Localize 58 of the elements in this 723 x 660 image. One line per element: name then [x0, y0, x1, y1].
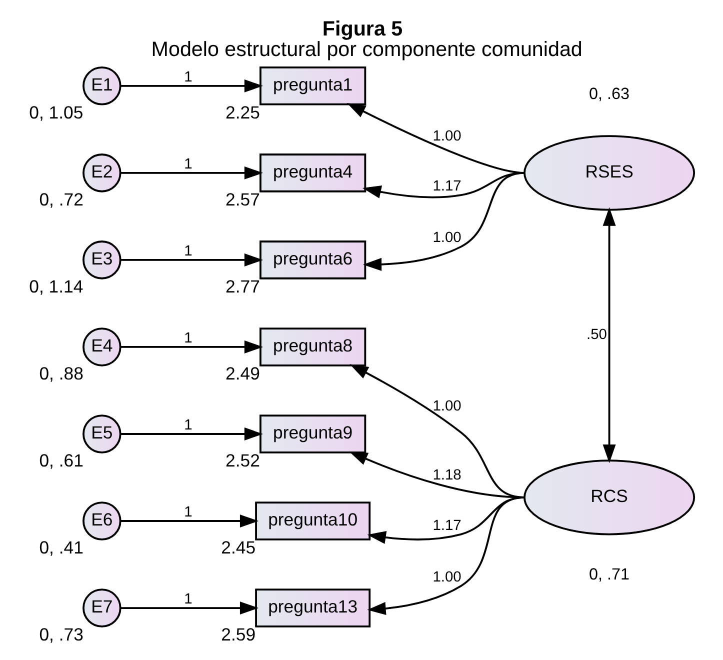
- node-label: 0, 1.05: [29, 102, 84, 122]
- edge-label: 1: [184, 156, 192, 172]
- node-label: 0, .41: [39, 538, 84, 558]
- node-label: 0, .61: [39, 450, 84, 471]
- edge-label: 1.00: [432, 569, 462, 586]
- diagram-title: Figura 5: [322, 17, 403, 40]
- node-label: 0, .63: [588, 84, 630, 103]
- edge-label: 1: [184, 330, 192, 347]
- node-label: 2.45: [221, 538, 256, 558]
- node-circle: E5: [82, 414, 122, 454]
- node-box: pregunta6: [260, 240, 366, 280]
- node-ellipse: RSES: [524, 135, 696, 211]
- node-box: pregunta8: [260, 328, 366, 366]
- arrow: [120, 340, 264, 354]
- edge-label: .50: [586, 326, 607, 343]
- node-label: 0, .72: [39, 190, 84, 210]
- node-box: pregunta1: [260, 66, 366, 106]
- node-label: 2.57: [226, 190, 260, 210]
- arrow: [120, 514, 259, 528]
- edge-label: 1.18: [432, 468, 462, 484]
- arrow: [602, 207, 616, 464]
- edge-label: 1.17: [432, 518, 462, 534]
- node-ellipse: RCS: [524, 460, 696, 536]
- node-circle: E7: [82, 588, 122, 628]
- node-label: 2.59: [221, 624, 256, 645]
- node-box: pregunta9: [260, 414, 366, 454]
- node-label: 0, .71: [588, 566, 630, 584]
- edge-label: 1: [184, 504, 192, 521]
- edge-label: 1: [184, 592, 192, 608]
- node-circle: E4: [82, 328, 122, 366]
- node-label: 2.52: [226, 450, 260, 471]
- node-circle: E6: [82, 502, 122, 540]
- edge-label: 1: [184, 69, 192, 86]
- node-label: 0, .73: [39, 624, 84, 645]
- node-label: 2.49: [226, 364, 260, 384]
- arrow: [120, 166, 264, 180]
- node-box: pregunta13: [255, 588, 371, 628]
- node-label: 0, .88: [39, 364, 84, 384]
- arrow: [120, 427, 264, 440]
- arrow: [120, 602, 259, 615]
- edge-label: 1.00: [432, 398, 462, 414]
- node-circle: E1: [82, 66, 122, 106]
- node-box: pregunta4: [260, 154, 366, 192]
- edge-label: 1: [184, 244, 192, 260]
- node-box: pregunta10: [255, 502, 371, 540]
- node-circle: E3: [82, 240, 122, 280]
- arrow: [120, 79, 264, 92]
- edge-label: 1.17: [432, 178, 462, 195]
- node-label: 2.77: [226, 276, 260, 297]
- node-label: 2.25: [226, 102, 260, 122]
- edge-label: 1: [184, 418, 192, 434]
- arrow: [367, 496, 525, 615]
- arrow: [362, 172, 525, 271]
- node-label: 0, 1.14: [29, 276, 84, 297]
- edge-label: 1.00: [432, 230, 462, 246]
- arrow: [120, 253, 264, 266]
- edge-label: 1.00: [432, 128, 462, 144]
- node-circle: E2: [82, 154, 122, 192]
